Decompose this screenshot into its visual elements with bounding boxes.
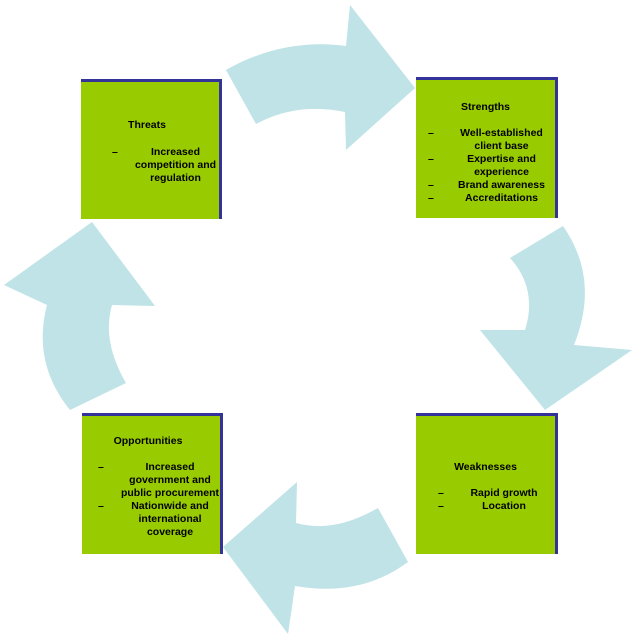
bullet-dash: – <box>438 487 444 499</box>
weaknesses-box: Weaknesses – Rapid growth – Location <box>416 413 558 554</box>
bullet-dash: – <box>98 461 104 473</box>
bullet-dash: – <box>98 500 104 512</box>
bullet-dash: – <box>428 153 434 165</box>
strengths-list: – Well-established client base – Expertise … <box>428 127 553 205</box>
list-item-text: Increased competition and regulation <box>134 146 217 184</box>
bullet-dash: – <box>112 146 118 158</box>
bullet-dash: – <box>438 500 444 512</box>
list-item-text: Rapid growth <box>470 487 538 499</box>
list-item: – Well-established client base <box>428 127 553 153</box>
weaknesses-list: – Rapid growth – Location <box>438 487 548 513</box>
list-item-text: Brand awareness <box>458 179 545 191</box>
list-item-text: Location <box>482 500 526 512</box>
list-item: – Increased government and public procure… <box>98 461 220 500</box>
bullet-dash: – <box>428 179 434 191</box>
list-item-text: Expertise and experience <box>467 153 536 178</box>
arrow-threats-to-strengths <box>226 5 415 150</box>
list-item-text: Nationwide and international coverage <box>131 500 209 538</box>
threats-box: Threats – Increased competition and regul… <box>81 79 222 219</box>
list-item: – Increased competition and regulation <box>112 146 217 185</box>
strengths-box: Strengths –Well-established client base–… <box>416 77 558 218</box>
opportunities-box: Opportunities – Increased government and … <box>82 413 223 554</box>
list-item-text: Well-established client base <box>460 127 543 152</box>
bullet-dash: – <box>428 127 434 139</box>
arrow-opportunities-to-threats <box>4 222 155 410</box>
weaknesses-title: Weaknesses <box>454 461 517 473</box>
list-item-text: Increased government and public procurem… <box>120 461 219 499</box>
opportunities-title: Opportunities <box>113 435 183 447</box>
threats-list: – Increased competition and regulation <box>112 146 217 185</box>
bullet-dash: – <box>428 192 434 204</box>
opportunities-list: – Increased government and public procure… <box>98 461 220 539</box>
strengths-title: Strengths <box>460 101 510 113</box>
list-item-text: Accreditations <box>465 192 538 204</box>
threats-title: Threats <box>128 119 166 131</box>
list-item: – Brand awareness <box>428 179 553 192</box>
arrow-strengths-to-weaknesses <box>480 226 632 410</box>
arrow-weaknesses-to-opportunities <box>223 482 408 634</box>
list-item: – Expertise and experience <box>428 153 553 179</box>
list-item: – Nationwide and international coverage <box>98 500 220 539</box>
list-item: – Rapid growth <box>438 487 548 500</box>
list-item: – Accreditations <box>428 192 553 205</box>
list-item: – Location <box>438 500 548 513</box>
